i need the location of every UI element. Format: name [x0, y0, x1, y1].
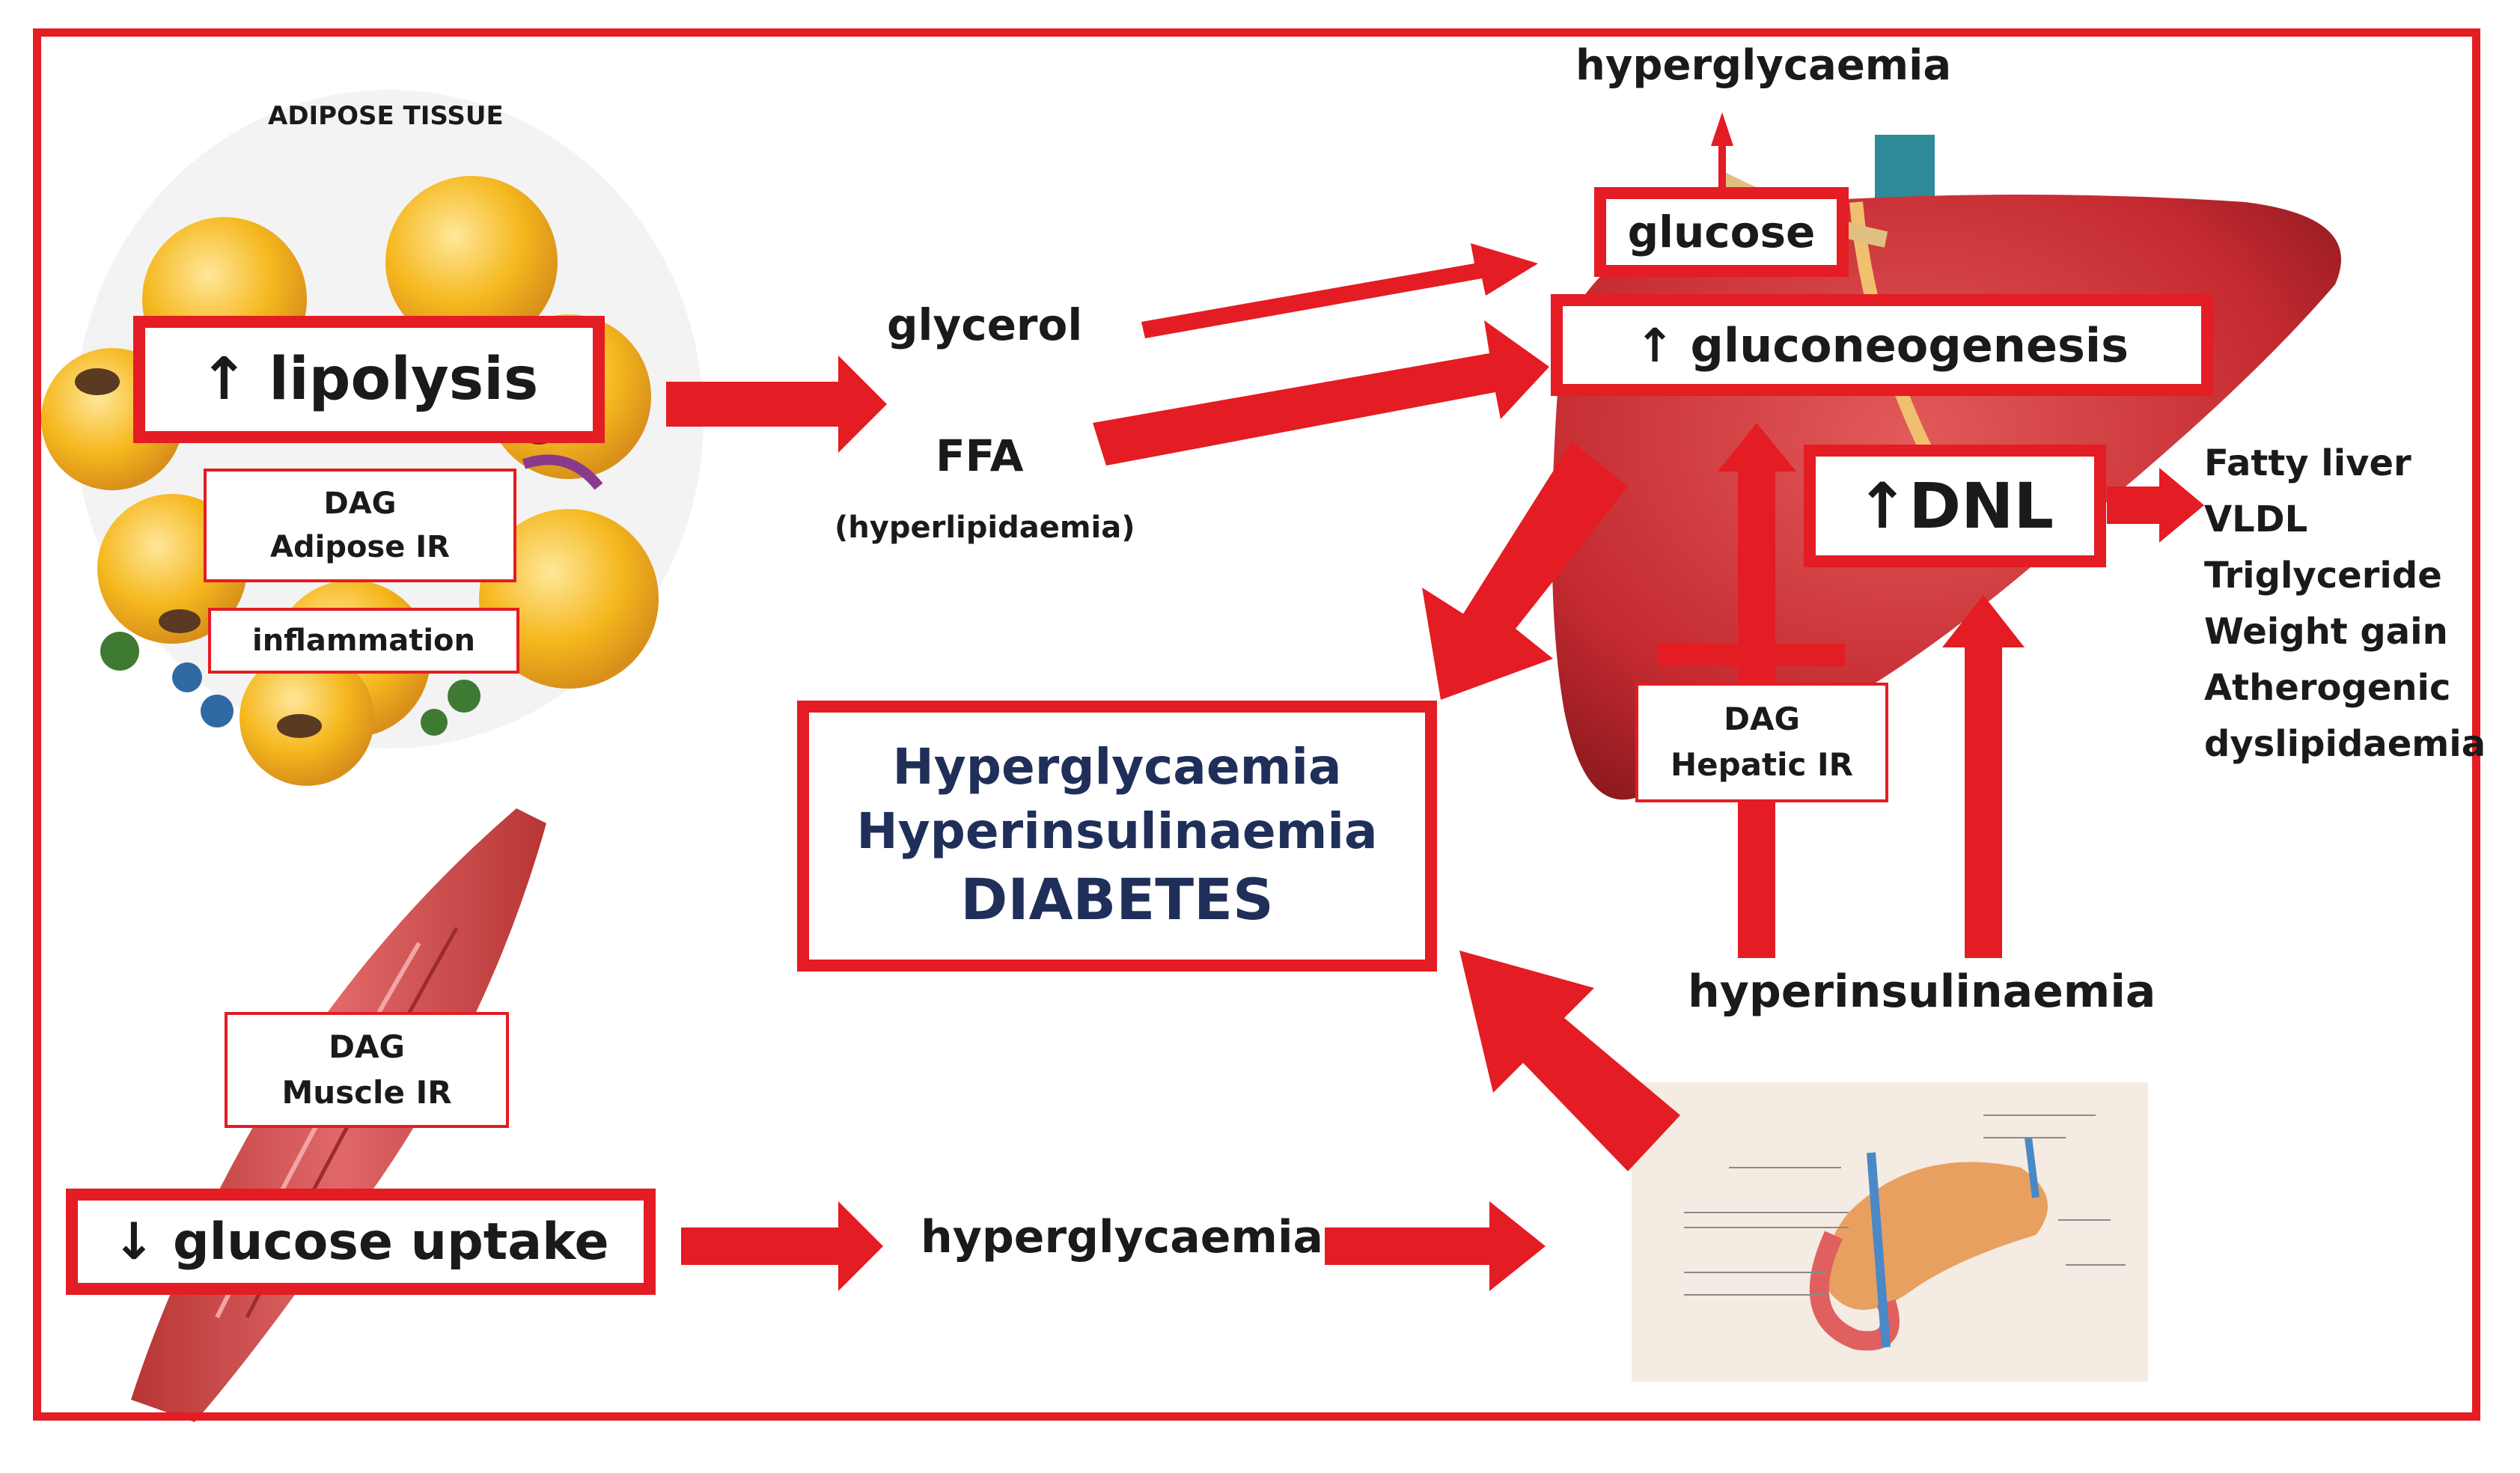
adipose-tissue-title: ADIPOSE TISSUE — [268, 101, 504, 131]
fat-cell — [385, 176, 558, 348]
outcome-item: dyslipidaemia — [2204, 723, 2486, 765]
dnl-box: ↑DNL — [1804, 445, 2106, 567]
gluconeogenesis-box: ↑ gluconeogenesis — [1551, 294, 2213, 396]
hepatic-dag-box: DAG Hepatic IR — [1635, 683, 1888, 802]
glucose-label: glucose — [1627, 207, 1816, 257]
inflammation-label: inflammation — [252, 623, 475, 658]
dnl-label: ↑DNL — [1856, 469, 2054, 543]
adipose-dag-line2: Adipose IR — [270, 530, 450, 564]
arrow-glycerol-glucose — [1141, 243, 1538, 338]
diabetes-box: Hyperglycaemia Hyperinsulinaemia DIABETE… — [797, 701, 1437, 972]
hepatic-dag-line2: Hepatic IR — [1670, 746, 1853, 783]
arrow-liver-center — [1422, 442, 1628, 700]
muscle-dag-line2: Muscle IR — [281, 1073, 452, 1111]
outcome-item: Fatty liver — [2204, 442, 2411, 484]
arrow-glucose-up-shaft — [1718, 142, 1726, 210]
center-line-hyperinsulinaemia: Hyperinsulinaemia — [856, 802, 1378, 860]
hepatic-dag-line1: DAG — [1724, 701, 1800, 738]
adipose-dag-line1: DAG — [323, 487, 397, 521]
outer-frame — [33, 28, 2480, 1421]
hyperlipidaemia-label: (hyperlipidaemia) — [835, 510, 1135, 545]
hyperinsulinaemia-label: hyperinsulinaemia — [1688, 966, 2156, 1018]
vessel — [1875, 135, 1935, 202]
fat-cell — [479, 509, 659, 689]
ffa-label: FFA — [936, 430, 1024, 481]
muscle-dag-line1: DAG — [329, 1028, 405, 1065]
arrow-pancreas-center — [1459, 951, 1680, 1171]
center-line-diabetes: DIABETES — [960, 866, 1274, 933]
inhibition-bar — [1658, 644, 1845, 666]
outcome-item: Atherogenic — [2204, 667, 2451, 709]
arrow-insulin-dnl-head — [1942, 595, 2025, 647]
glucose-box: glucose — [1594, 187, 1849, 277]
center-line-hyperglycaemia: Hyperglycaemia — [892, 737, 1342, 796]
arrow-insulin-dnl-shaft — [1965, 644, 2002, 958]
arrow-lipolysis-right — [666, 356, 887, 453]
pancreas-illustration — [1632, 1082, 2148, 1382]
arrow-dnl-outcomes — [2107, 468, 2204, 543]
arrows — [666, 112, 2204, 1291]
hyperglycaemia-bottom-label: hyperglycaemia — [921, 1211, 1324, 1263]
glucose-uptake-label: ↓ glucose uptake — [112, 1212, 609, 1272]
gluconeogenesis-label: ↑ gluconeogenesis — [1635, 317, 2129, 373]
outcome-item: Weight gain — [2204, 611, 2448, 653]
lipolysis-box: ↑ lipolysis — [133, 316, 605, 443]
arrow-insulin-gluconeogenesis-head — [1718, 423, 1796, 472]
liver-outcomes-list: Fatty liver VLDL Triglyceride Weight gai… — [2204, 436, 2486, 772]
arrow-glucose-up-head — [1711, 112, 1733, 146]
lipolysis-label: ↑ lipolysis — [199, 346, 539, 413]
inflammation-box: inflammation — [208, 608, 519, 674]
outcome-item: Triglyceride — [2204, 555, 2442, 597]
adipose-dag-box: DAG Adipose IR — [204, 469, 516, 582]
glucose-uptake-box: ↓ glucose uptake — [66, 1189, 656, 1295]
arrow-uptake-right — [681, 1201, 883, 1291]
arrow-hyperglycaemia-pancreas — [1325, 1201, 1546, 1291]
arrow-ffa-gluconeogenesis — [1093, 320, 1549, 466]
hyperglycaemia-top-label: hyperglycaemia — [1575, 41, 1952, 90]
outcome-item: VLDL — [2204, 498, 2308, 540]
muscle-dag-box: DAG Muscle IR — [225, 1012, 509, 1128]
glycerol-label: glycerol — [887, 299, 1083, 350]
